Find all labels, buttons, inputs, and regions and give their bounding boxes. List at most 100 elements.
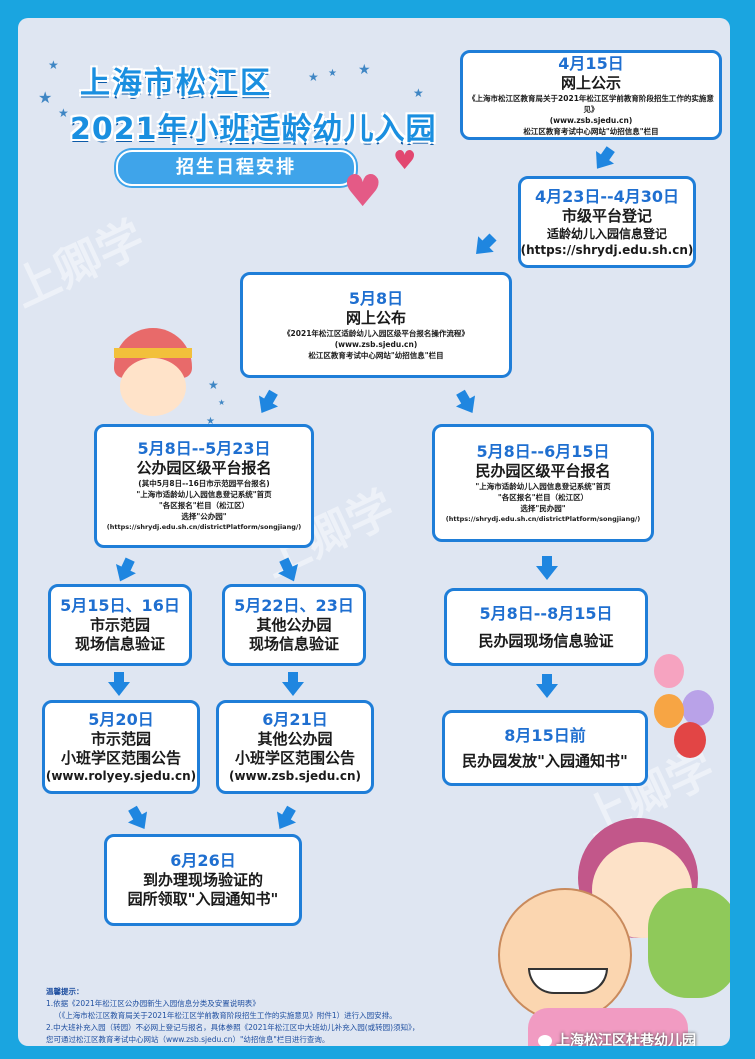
- step-date: 5月22日、23日: [234, 596, 354, 615]
- step-detail: 市示范园: [90, 730, 151, 748]
- balloon-icon: [654, 654, 684, 688]
- poster-frame: 上卿学 上卿学 上卿学 ★ ★ ★ ★ ★ ★ ★ ★ ★ ★ 上海市松江区 2…: [18, 18, 730, 1046]
- step-detail: 园所领取"入园通知书": [127, 890, 279, 908]
- note-line: 2.中大班补充入园（转园）不必网上登记与报名，具体参照《2021年松江区中大班幼…: [46, 1023, 420, 1032]
- wechat-icon: [538, 1035, 552, 1046]
- kids-cartoon-icon: [488, 798, 730, 1046]
- step-online-publish: 5月8日 网上公布 《2021年松江区适龄幼儿入园区级平台报名操作流程》 (ww…: [240, 272, 512, 378]
- balloon-icon: [682, 690, 714, 726]
- star-icon: ★: [328, 68, 337, 79]
- step-detail: 选择"公办园": [181, 512, 227, 521]
- step-title: 公办园区级平台报名: [136, 459, 272, 477]
- step-url: (https://shrydj.edu.sh.cn/districtPlatfo…: [106, 523, 302, 531]
- step-model-district-notice: 5月20日 市示范园 小班学区范围公告 (www.rolyey.sjedu.cn…: [42, 700, 200, 794]
- step-detail: "上海市适龄幼儿入园信息登记系统"首页: [136, 490, 272, 499]
- step-detail: 松江区教育考试中心网站"幼招信息"栏目: [308, 351, 444, 360]
- star-icon: ★: [38, 88, 53, 107]
- step-date: 4月23日--4月30日: [534, 186, 680, 206]
- step-url: (www.zsb.sjedu.cn): [334, 340, 418, 349]
- step-detail: 适龄幼儿入园信息登记: [546, 226, 667, 241]
- step-private-kindergarten-signup: 5月8日--6月15日 民办园区级平台报名 "上海市适龄幼儿入园信息登记系统"首…: [432, 424, 654, 542]
- arrow-down-icon: [468, 236, 494, 262]
- arrow-down-icon: [455, 395, 483, 419]
- arrow-down-icon: [110, 564, 136, 586]
- step-detail: 选择"民办园": [520, 503, 566, 513]
- step-url: (https://shrydj.edu.sh.cn): [520, 242, 694, 257]
- note-line: 您可通过松江区教育考试中心网站（www.zsb.sjedu.cn）"幼招信息"栏…: [46, 1035, 330, 1044]
- step-detail: 《2021年松江区适龄幼儿入园区级平台报名操作流程》: [283, 329, 469, 338]
- star-icon: ★: [48, 58, 59, 72]
- step-date: 6月21日: [262, 710, 328, 729]
- heart-icon: ♥: [393, 146, 417, 176]
- step-date: 5月20日: [88, 710, 154, 729]
- notes-heading: 温馨提示：: [46, 987, 84, 996]
- step-online-notice: 4月15日 网上公示 《上海市松江区教育局关于2021年松江区学前教育阶段招生工…: [460, 50, 722, 140]
- watermark: 上卿学: [18, 210, 153, 318]
- arrow-down-icon: [282, 672, 304, 696]
- step-detail: 小班学区范围公告: [60, 749, 181, 767]
- step-other-public-onsite-verification: 5月22日、23日 其他公办园 现场信息验证: [222, 584, 366, 666]
- step-detail: 到办理现场验证的: [142, 871, 263, 889]
- step-url: (https://shrydj.edu.sh.cn/districtPlatfo…: [445, 514, 641, 523]
- step-date: 5月15日、16日: [60, 596, 180, 615]
- step-title: 市级平台登记: [561, 206, 652, 225]
- step-detail: 其他公办园: [256, 616, 332, 634]
- step-collect-admission-notice: 6月26日 到办理现场验证的 园所领取"入园通知书": [104, 834, 302, 926]
- step-detail: 小班学区范围公告: [234, 749, 355, 767]
- step-private-onsite-verification: 5月8日--8月15日 民办园现场信息验证: [444, 588, 648, 666]
- step-detail: 现场信息验证: [74, 635, 165, 653]
- girl-cartoon-icon: [114, 328, 192, 416]
- star-icon: ★: [413, 86, 424, 100]
- arrow-down-icon: [536, 674, 558, 698]
- star-icon: ★: [308, 70, 319, 84]
- arrow-down-icon: [536, 556, 558, 580]
- step-city-registration: 4月23日--4月30日 市级平台登记 适龄幼儿入园信息登记 (https://…: [518, 176, 696, 268]
- step-detail: "上海市适龄幼儿入园信息登记系统"首页: [475, 481, 611, 491]
- step-date: 4月15日: [558, 53, 624, 73]
- step-detail: 民办园现场信息验证: [478, 631, 614, 650]
- subtitle-badge: 招生日程安排: [116, 150, 356, 186]
- arrow-down-icon: [269, 811, 297, 835]
- step-url: (www.zsb.sjedu.cn): [549, 115, 633, 125]
- step-detail: (其中5月8日--16日市示范园平台报名): [138, 479, 270, 488]
- star-icon: ★: [206, 416, 215, 427]
- star-icon: ★: [218, 398, 226, 407]
- source-label: 上海松江区杜巷幼儿园: [556, 1033, 696, 1046]
- step-model-onsite-verification: 5月15日、16日 市示范园 现场信息验证: [48, 584, 192, 666]
- star-icon: ★: [208, 378, 219, 392]
- step-date: 5月8日--8月15日: [479, 603, 613, 623]
- step-detail: "各区报名"栏目（松江区）: [497, 492, 589, 502]
- step-title: 网上公布: [345, 309, 406, 327]
- notes-section: 温馨提示： 1.依据《2021年松江区公办园新生入园信息分类及安置说明表》 （《…: [46, 986, 516, 1046]
- step-detail: 《上海市松江区教育局关于2021年松江区学前教育阶段招生工作的实施意见》: [468, 93, 714, 114]
- arrow-down-icon: [587, 150, 615, 176]
- balloon-icon: [654, 694, 684, 728]
- step-detail: "各区报名"栏目（松江区）: [158, 501, 250, 510]
- star-icon: ★: [358, 62, 371, 78]
- source-credit: 上海松江区杜巷幼儿园: [538, 1030, 696, 1046]
- page-title: 上海市松江区: [80, 66, 272, 101]
- step-title: 网上公示: [560, 73, 621, 92]
- step-url: (www.zsb.sjedu.cn): [228, 769, 362, 783]
- arrow-down-icon: [251, 395, 279, 419]
- step-detail: 松江区教育考试中心网站"幼招信息"栏目: [523, 126, 659, 136]
- step-date: 5月8日--5月23日: [137, 439, 271, 458]
- step-detail: 市示范园: [89, 616, 150, 634]
- balloon-icon: [674, 722, 706, 758]
- note-line: （《上海市松江区教育局关于2021年松江区学前教育阶段招生工作的实施意见》附件1…: [54, 1011, 397, 1020]
- step-other-public-district-notice: 6月21日 其他公办园 小班学区范围公告 (www.zsb.sjedu.cn): [216, 700, 374, 794]
- arrow-down-icon: [127, 811, 155, 835]
- step-public-kindergarten-signup: 5月8日--5月23日 公办园区级平台报名 (其中5月8日--16日市示范园平台…: [94, 424, 314, 548]
- step-url: (www.rolyey.sjedu.cn): [45, 769, 197, 783]
- star-icon: ★: [58, 106, 69, 120]
- heart-icon: ♥: [343, 166, 383, 217]
- step-detail: 其他公办园: [257, 730, 333, 748]
- arrow-down-icon: [108, 672, 130, 696]
- step-detail: 民办园发放"入园通知书": [462, 751, 628, 770]
- page-title-line2: 2021年小班适龄幼儿入园: [70, 112, 437, 147]
- note-line: 1.依据《2021年松江区公办园新生入园信息分类及安置说明表》: [46, 999, 260, 1008]
- step-date: 8月15日前: [504, 725, 586, 745]
- step-title: 民办园区级平台报名: [475, 461, 611, 480]
- step-date: 5月8日: [348, 289, 404, 308]
- step-private-admission-notice: 8月15日前 民办园发放"入园通知书": [442, 710, 648, 786]
